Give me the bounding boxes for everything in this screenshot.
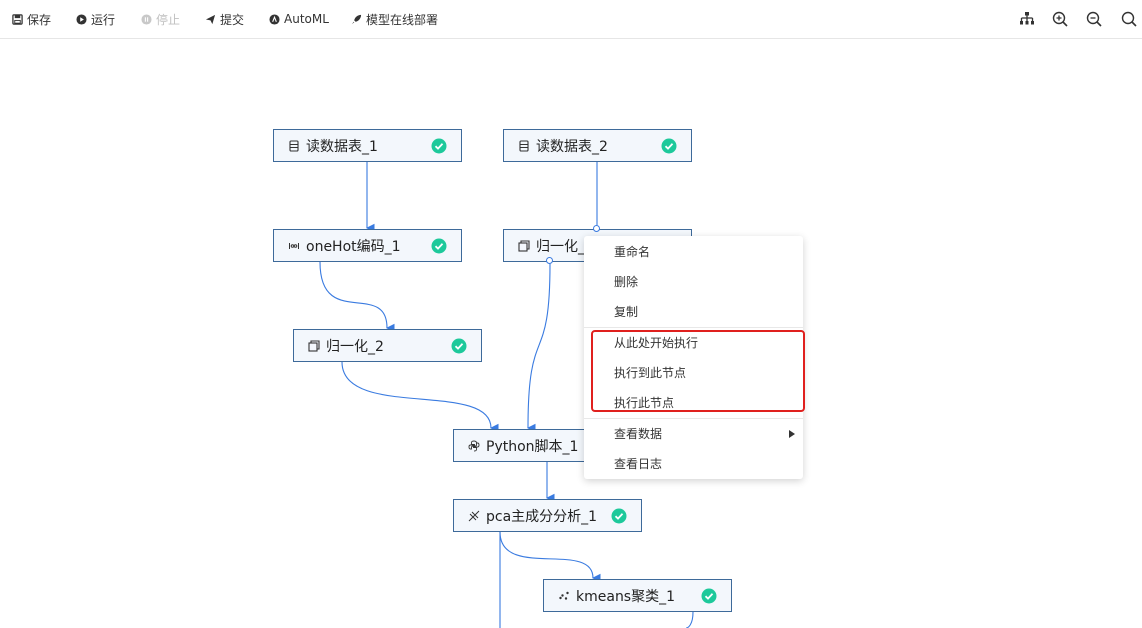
node-label: pca主成分分析_1	[486, 508, 598, 525]
node-onehot-1[interactable]: oneHot编码_1	[273, 229, 462, 262]
menu-item-run-to-node[interactable]: 执行到此节点	[614, 366, 687, 380]
run-button[interactable]: 运行	[76, 11, 115, 27]
layout-tree-icon[interactable]	[1018, 10, 1036, 28]
check-circle-icon	[451, 338, 467, 353]
deploy-label: 模型在线部署	[366, 12, 439, 27]
menu-item-rename[interactable]: 重命名	[614, 245, 651, 259]
check-circle-icon	[431, 138, 447, 153]
stop-icon	[141, 13, 152, 25]
node-read-table-1[interactable]: 读数据表_1	[273, 129, 462, 162]
save-label: 保存	[27, 12, 52, 27]
menu-item-run-this-node[interactable]: 执行此节点	[614, 396, 675, 410]
automl-icon	[269, 13, 280, 25]
node-pca-1[interactable]: pca主成分分析_1	[453, 499, 642, 532]
node-label: 读数据表_2	[536, 138, 608, 155]
automl-button[interactable]: AutoML	[269, 11, 329, 27]
input-port[interactable]	[593, 225, 600, 232]
menu-divider	[584, 418, 803, 419]
onehot-icon	[289, 242, 299, 249]
submit-label: 提交	[220, 12, 245, 27]
output-port[interactable]	[546, 257, 553, 264]
toolbar: 保存 运行 停止 提交 AutoML 模型在线部署	[0, 0, 1142, 39]
stop-label: 停止	[156, 12, 181, 27]
search-icon[interactable]	[1120, 10, 1138, 28]
edge-onehot-norm2	[319, 261, 395, 333]
check-circle-icon	[661, 138, 677, 153]
zoom-out-icon[interactable]	[1085, 10, 1103, 28]
menu-item-view-data[interactable]: 查看数据	[614, 427, 663, 441]
node-label: Python脚本_1	[486, 438, 579, 455]
stop-button[interactable]: 停止	[141, 11, 180, 27]
menu-item-copy[interactable]: 复制	[614, 305, 639, 319]
node-read-table-2[interactable]: 读数据表_2	[503, 129, 692, 162]
highlight-box	[591, 330, 805, 412]
deploy-button[interactable]: 模型在线部署	[351, 11, 438, 27]
play-icon	[76, 13, 87, 25]
rocket-icon	[351, 14, 362, 24]
kmeans-icon	[559, 591, 569, 600]
table-icon	[289, 139, 299, 152]
edge-kmeans-down	[685, 611, 694, 628]
node-label: oneHot编码_1	[306, 238, 401, 255]
menu-divider	[584, 327, 803, 328]
save-icon	[12, 13, 23, 25]
table-icon	[519, 139, 529, 152]
normalize-icon	[308, 339, 320, 352]
check-circle-icon	[431, 238, 447, 253]
edge-norm1-python	[526, 263, 551, 433]
node-kmeans-1[interactable]: kmeans聚类_1	[543, 579, 732, 612]
menu-item-view-log[interactable]: 查看日志	[614, 457, 663, 471]
submit-button[interactable]: 提交	[205, 11, 244, 27]
python-icon	[468, 440, 480, 451]
node-label: 归一化_	[536, 238, 585, 255]
send-icon	[205, 14, 216, 24]
automl-label: AutoML	[284, 12, 329, 26]
menu-item-run-from-here[interactable]: 从此处开始执行	[614, 336, 699, 350]
edge-norm2-python	[341, 361, 499, 433]
normalize-icon	[518, 239, 530, 252]
edge-pca-kmeans	[499, 531, 601, 583]
pca-icon	[468, 510, 480, 521]
node-normalize-2[interactable]: 归一化_2	[293, 329, 482, 362]
caret-right-icon	[789, 430, 795, 438]
run-label: 运行	[91, 12, 116, 27]
context-menu: 重命名 删除 复制 从此处开始执行 执行到此节点 执行此节点 查看数据 查看日志	[584, 236, 803, 479]
node-label: 读数据表_1	[306, 138, 378, 155]
menu-item-delete[interactable]: 删除	[614, 275, 639, 289]
save-button[interactable]: 保存	[12, 11, 51, 27]
check-circle-icon	[611, 508, 627, 523]
node-label: 归一化_2	[326, 338, 384, 355]
zoom-in-icon[interactable]	[1051, 10, 1069, 28]
node-label: kmeans聚类_1	[576, 588, 676, 605]
check-circle-icon	[701, 588, 717, 603]
